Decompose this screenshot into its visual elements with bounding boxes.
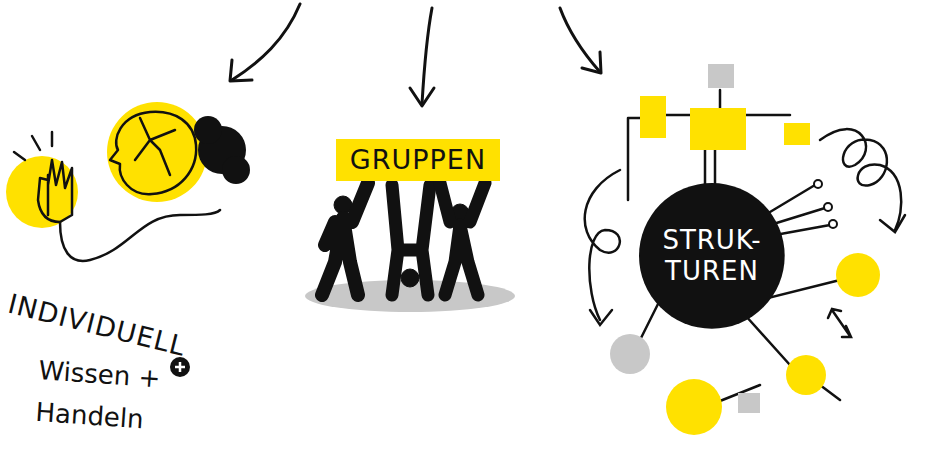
structure-label: STRUK- TUREN [654,225,770,287]
knowledge-action-note: Wissen + Handeln [34,350,169,442]
group-label: GRUPPEN [350,144,486,176]
structure-circle: STRUK- TUREN [638,182,786,330]
group-banner: GRUPPEN [336,139,500,181]
